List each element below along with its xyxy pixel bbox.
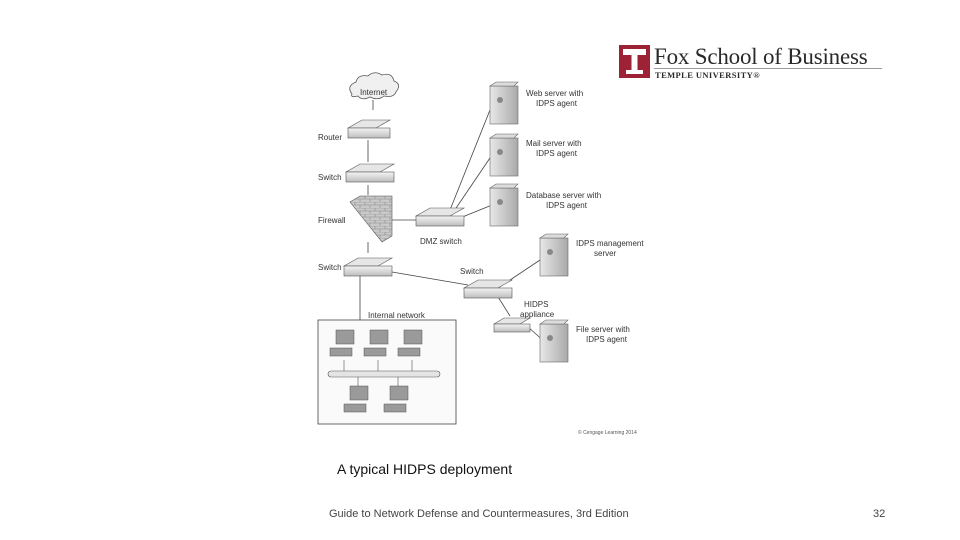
switch-right-device: Switch	[460, 267, 514, 299]
web-server-label-2: IDPS agent	[536, 99, 578, 108]
temple-t-logo	[619, 45, 650, 78]
file-server-label-1: File server with	[576, 325, 630, 334]
mgmt-server-label-2: server	[594, 249, 617, 258]
switch-mid-label: Switch	[318, 263, 342, 272]
web-server-icon: Web server with IDPS agent	[489, 81, 583, 125]
hidps-label-1: HIDPS	[524, 300, 548, 309]
workstation-icons	[329, 329, 423, 413]
router-label: Router	[318, 133, 342, 142]
idps-management-server-icon: IDPS management server	[539, 233, 644, 277]
logo-name: Fox School of Business	[654, 44, 868, 69]
database-server-label-2: IDPS agent	[546, 201, 588, 210]
switch-top-label: Switch	[318, 173, 342, 182]
dmz-switch-device: DMZ switch	[414, 207, 466, 246]
database-server-label-1: Database server with	[526, 191, 601, 200]
mgmt-server-label-1: IDPS management	[576, 239, 644, 248]
footer-text: Guide to Network Defense and Countermeas…	[329, 508, 629, 520]
mail-server-icon: Mail server with IDPS agent	[489, 133, 582, 177]
network-diagram: Internet Router Switch Firewall DMZ swit…	[317, 72, 644, 436]
switch-top-device: Switch	[318, 163, 396, 183]
logo-subtitle: TEMPLE UNIVERSITY®	[655, 70, 760, 80]
firewall-icon: Firewall	[318, 195, 393, 243]
file-server-label-2: IDPS agent	[586, 335, 628, 344]
internet-label: Internet	[360, 88, 388, 97]
copyright-label: © Cengage Learning 2014	[578, 429, 637, 436]
internal-network-label: Internal network	[368, 311, 426, 320]
network-bus	[327, 370, 441, 378]
dmz-switch-label: DMZ switch	[420, 237, 462, 246]
hidps-label-2: appliance	[520, 310, 555, 319]
page-number: 32	[873, 508, 886, 520]
connection-lines	[359, 100, 546, 343]
switch-right-label: Switch	[460, 267, 484, 276]
figure-caption: A typical HIDPS deployment	[337, 461, 513, 477]
mail-server-label-2: IDPS agent	[536, 149, 578, 158]
router-device: Router	[318, 119, 392, 142]
firewall-label: Firewall	[318, 216, 346, 225]
internet-cloud: Internet	[349, 72, 399, 100]
mail-server-label-1: Mail server with	[526, 139, 582, 148]
switch-mid-device: Switch	[318, 257, 394, 277]
web-server-label-1: Web server with	[526, 89, 583, 98]
logo-divider	[654, 68, 882, 69]
database-server-icon: Database server with IDPS agent	[489, 183, 601, 227]
file-server-icon: File server with IDPS agent	[539, 319, 630, 363]
internal-network-box: Internal network	[317, 311, 457, 425]
hidps-appliance-device: HIDPS appliance	[492, 300, 555, 333]
